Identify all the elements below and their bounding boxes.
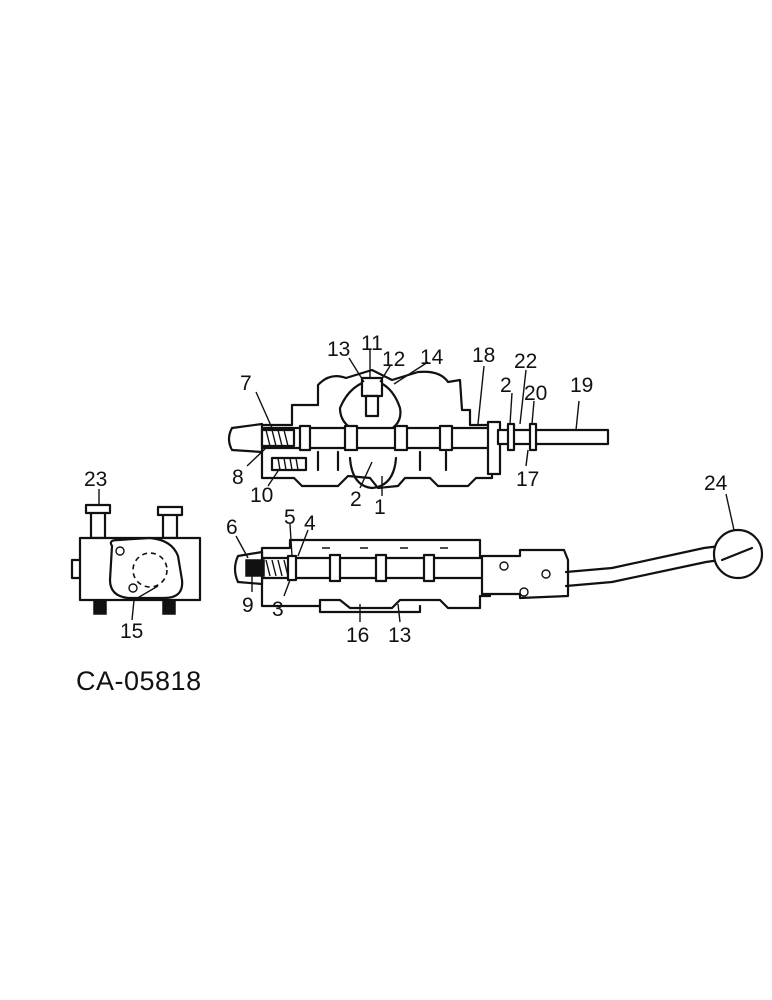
spool-land-1 [298, 424, 312, 452]
leader-20 [531, 400, 535, 425]
shaft-collar-1 [506, 422, 516, 452]
leader-12 [379, 365, 391, 383]
callout-20: 20 [524, 382, 547, 405]
leader-18 [477, 365, 485, 425]
callout-10: 10 [250, 484, 273, 507]
callout-4: 4 [304, 512, 316, 535]
callout-22: 22 [514, 350, 537, 373]
knob-seam [720, 546, 754, 562]
cover-plate [108, 536, 184, 600]
callout-16: 16 [346, 624, 369, 647]
spool-land-2 [343, 424, 359, 452]
bracket-pin-2 [519, 587, 529, 597]
leader-17 [525, 449, 529, 467]
stud-right-top-head [156, 505, 184, 517]
spool-land-b2 [374, 553, 388, 583]
detent-spring [277, 457, 299, 471]
end-cap-top [227, 422, 264, 454]
callout-12: 12 [382, 348, 405, 371]
callout-9: 9 [242, 594, 254, 617]
callout-21: 2 [500, 374, 512, 397]
relief-valve-plunger [364, 394, 380, 418]
spool-top [262, 426, 496, 450]
spool-land-4 [438, 424, 454, 452]
callout-17: 17 [516, 468, 539, 491]
stud-left-bottom [93, 599, 107, 615]
callout-23: 23 [84, 468, 107, 491]
relief-valve-cap [360, 376, 384, 398]
callout-11: 11 [361, 332, 383, 355]
callout-3: 3 [272, 598, 284, 621]
leader-10 [267, 467, 281, 487]
valve-section-top [227, 350, 610, 496]
plate-bolt-top [115, 546, 125, 556]
port-boss-center [348, 456, 398, 490]
leader-2a [359, 461, 373, 489]
leader-13a [348, 357, 365, 383]
leader-14 [393, 361, 429, 385]
leader-24 [725, 493, 735, 531]
washer [286, 554, 298, 582]
mounting-flange [318, 604, 422, 614]
plate-bolt-bottom [128, 583, 138, 593]
leader-4 [297, 529, 309, 557]
leader-22 [519, 369, 527, 425]
leader-7 [255, 391, 273, 429]
spool-land-3 [393, 424, 409, 452]
stud-right-bottom [162, 599, 176, 615]
bracket-pin-1 [499, 561, 509, 571]
leader-15 [131, 585, 159, 621]
hidden-bore [132, 552, 168, 588]
leader-13b [397, 603, 401, 623]
callout-1: 1 [374, 496, 386, 519]
leader-6 [235, 535, 249, 559]
callout-labels: 13 11 12 14 18 22 2 20 19 7 8 10 2 1 17 … [84, 332, 728, 647]
leader-3 [283, 579, 291, 597]
spool-shaft [496, 428, 610, 446]
leader-5 [289, 523, 293, 557]
leader-21 [509, 392, 513, 425]
callout-14: 14 [420, 346, 444, 369]
valve-end-view [70, 489, 202, 621]
callout-15: 15 [120, 620, 143, 643]
callout-19: 19 [570, 374, 593, 397]
callout-18: 18 [472, 344, 495, 367]
callout-6: 6 [226, 516, 238, 539]
leader-19 [575, 400, 580, 431]
stud-left-top-head [84, 503, 112, 515]
handle-lever-upper [564, 544, 722, 574]
callout-8: 8 [232, 466, 244, 489]
spring-coils-top [265, 429, 289, 447]
shaft-collar-2 [528, 422, 538, 452]
detent-plug [270, 456, 308, 472]
callout-7: 7 [240, 372, 252, 395]
port-left [316, 450, 340, 472]
handle-bracket [480, 548, 570, 600]
spring-retainer-bottom [245, 559, 265, 577]
callout-24: 24 [704, 472, 728, 495]
spool-land-b3 [422, 553, 436, 583]
callout-5: 5 [284, 506, 296, 529]
leader-8 [246, 447, 267, 467]
spool-land-b1 [328, 553, 342, 583]
callout-13-top: 13 [327, 338, 350, 361]
callout-2: 2 [350, 488, 362, 511]
valve-section-bottom [233, 493, 764, 623]
block-port [70, 558, 82, 580]
handle-lever-lower [564, 558, 722, 588]
diagram-code: CA-05818 [76, 666, 202, 696]
callout-13-bottom: 13 [388, 624, 411, 647]
spring-coils-bottom [265, 559, 289, 577]
port-right [418, 450, 448, 472]
bracket-pin-3 [541, 569, 551, 579]
